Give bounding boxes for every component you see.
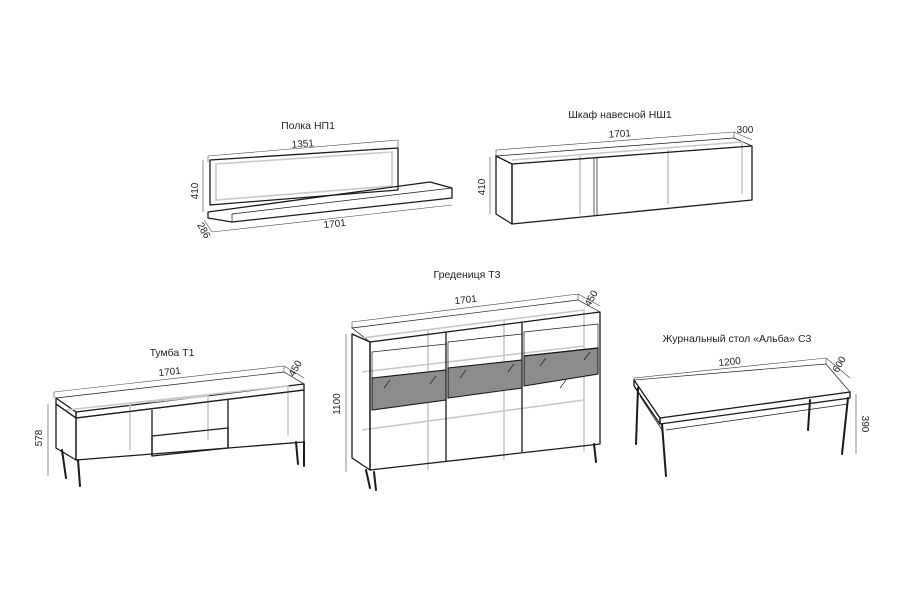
sideboard-dim-height: 1100: [332, 393, 343, 415]
coffee-table-dim-height: 390: [859, 416, 870, 433]
sideboard-glass-middle: [447, 359, 523, 399]
shelf-group: Полка НП1 1351 410 286 1701: [190, 120, 453, 241]
cabinet-drawer: [151, 427, 229, 457]
wall-cabinet-dim-height: 410: [477, 178, 488, 195]
sideboard-top: [351, 299, 602, 343]
coffee-table-dim-depth: 600: [831, 354, 849, 374]
cabinet-front: [75, 389, 305, 461]
shelf-board: [207, 181, 453, 223]
shelf-dim-bottom: 1701: [323, 218, 347, 231]
shelf-dim-top: 1351: [291, 138, 314, 151]
coffee-table-group: Журнальный стол «Альба» С3 1200 600 390: [633, 333, 870, 477]
cabinet-dim-width: 1701: [158, 366, 182, 379]
wall-cabinet-dim-depth: 300: [737, 125, 754, 136]
shelf-back-panel: [209, 147, 399, 206]
sideboard-dim-width: 1701: [454, 294, 478, 307]
shelf-dim-height: 410: [190, 182, 201, 199]
cabinet-group: Тумба Т1 1701 450 578: [34, 347, 306, 487]
sideboard-glass-left: [371, 369, 447, 411]
wall-cabinet-title: Шкаф навесной НШ1: [568, 109, 672, 121]
shelf-dim-top-line: [207, 139, 399, 157]
shelf-title: Полка НП1: [281, 120, 335, 132]
wall-cabinet-dim-width: 1701: [608, 128, 631, 141]
coffee-table-title: Журнальный стол «Альба» С3: [663, 333, 812, 345]
cabinet-title: Тумба Т1: [150, 347, 195, 359]
sideboard-dim-depth: 450: [583, 288, 601, 308]
wall-cabinet-group: Шкаф навесной НШ1 1701 300 410: [477, 109, 754, 225]
sideboard-glass-right: [523, 347, 599, 387]
sideboard-title: Гредениця Т3: [433, 269, 500, 281]
shelf-dim-depth: 286: [194, 221, 212, 241]
cabinet-dim-height: 578: [34, 429, 45, 446]
coffee-table-dim-width: 1200: [718, 356, 742, 369]
coffee-table-top: [633, 363, 851, 419]
sideboard-group: Гредениця Т3 1701 450: [332, 269, 602, 491]
